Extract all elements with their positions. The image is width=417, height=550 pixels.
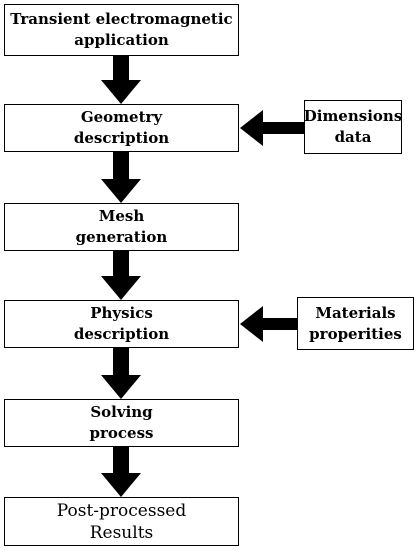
step-physics-description: Physics description [4,300,239,348]
arrow-left-materials [240,306,297,342]
arrow-down-3 [101,251,141,300]
arrow-left-dimensions [240,110,304,146]
arrow-down-2 [101,152,141,203]
arrow-down-5 [101,447,141,497]
input-dimensions-data: Dimensions data [304,100,402,154]
step-transient-electromagnetic-application: Transient electromagnetic application [4,4,239,56]
step-post-processed-results: Post-processed Results [4,497,239,546]
arrow-down-4 [101,348,141,399]
input-materials-properities: Materials properities [297,297,414,350]
arrow-down-1 [101,56,141,104]
step-solving-process: Solving process [4,399,239,447]
step-geometry-description: Geometry description [4,104,239,152]
step-mesh-generation: Mesh generation [4,203,239,251]
